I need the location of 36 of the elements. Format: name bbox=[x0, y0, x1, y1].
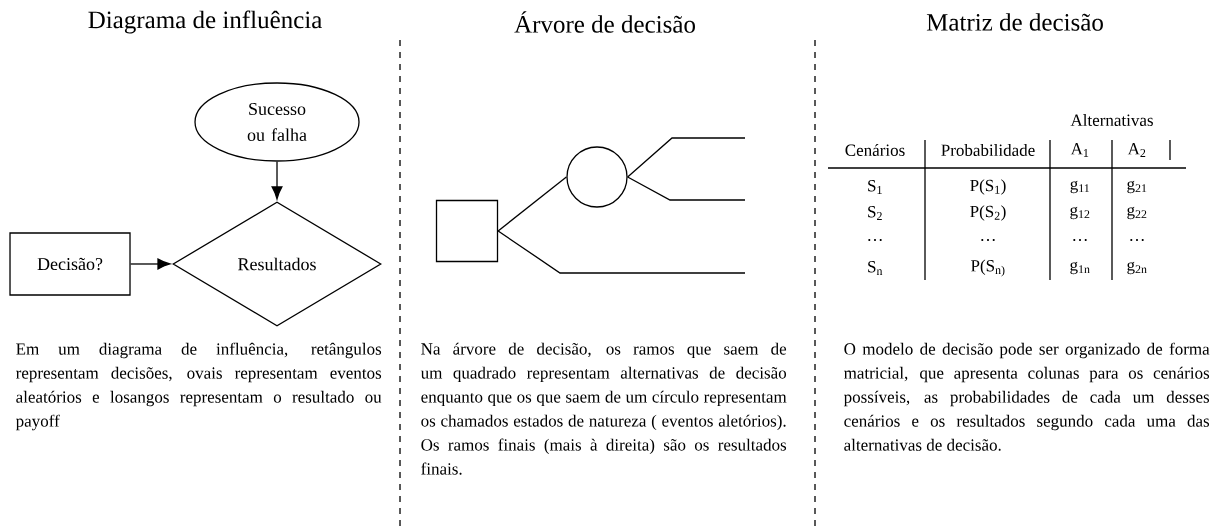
table-cell: … bbox=[981, 239, 995, 241]
column-header: Probabilidade bbox=[941, 144, 1035, 156]
table-cell: … bbox=[1073, 239, 1087, 241]
chance-circle bbox=[566, 146, 628, 208]
description-text: Na árvore de decisão, os ramos que saem de um quadrado representam alternativas de decisão enquanto que os que saem de um círculo representam os chamados estados de natureza ( eventos aletórios). Os ramos finais (mais à direita) são os resultados finais. bbox=[420, 342, 787, 475]
table-cell: g$_{1n}$ bbox=[1070, 261, 1090, 275]
table-cell: g$_{2n}$ bbox=[1127, 261, 1147, 275]
table-cell: … bbox=[868, 239, 882, 241]
table-cell: P(S$_{2}$) bbox=[970, 205, 1006, 221]
table-cell: P(S$_{1}$) bbox=[970, 179, 1006, 195]
table-cell: P(S$_{n)}$ bbox=[971, 259, 1005, 277]
panel-title: Diagrama de influência bbox=[88, 10, 322, 34]
decision-square bbox=[435, 199, 499, 263]
decision-box: Decisão? bbox=[9, 232, 131, 296]
branch-line bbox=[497, 176, 567, 232]
panel-title: Matriz de decisão bbox=[926, 13, 1103, 31]
table-cell: … bbox=[1130, 239, 1144, 241]
panel-title: Árvore de decisão bbox=[514, 11, 695, 33]
table-cell: S$_{2}$ bbox=[868, 206, 882, 220]
table-cell: g$_{12}$ bbox=[1070, 206, 1090, 220]
branch-line bbox=[627, 176, 746, 201]
branch-line bbox=[497, 230, 746, 274]
table-cell: g$_{21}$ bbox=[1127, 180, 1147, 194]
table-cell: g$_{11}$ bbox=[1070, 180, 1089, 194]
description-text: O modelo de decisão pode ser organizado de forma matricial, que apresenta colunas para os cenários possíveis, as probabilidades de cada um desses cenários e os resultados segundo cada uma das alternativas de decisão. bbox=[843, 342, 1210, 451]
column-group-header: Alternativas bbox=[1070, 114, 1153, 126]
column-header: A$_{1}$ bbox=[1070, 143, 1089, 157]
arrow bbox=[130, 258, 171, 270]
table-cell: S$_{n}$ bbox=[868, 261, 883, 275]
arrow bbox=[271, 161, 283, 200]
table-cell: g$_{22}$ bbox=[1127, 206, 1147, 220]
table-cell: S$_{1}$ bbox=[868, 180, 882, 194]
branch-line bbox=[627, 137, 746, 178]
column-header: A$_{2}$ bbox=[1127, 143, 1146, 157]
description-text: Em um diagrama de influência, retângulos representam decisões, ovais representam eventos aleatórios e losangos representam o resultado ou payoff bbox=[15, 342, 382, 431]
column-header: Cenários bbox=[845, 144, 905, 156]
